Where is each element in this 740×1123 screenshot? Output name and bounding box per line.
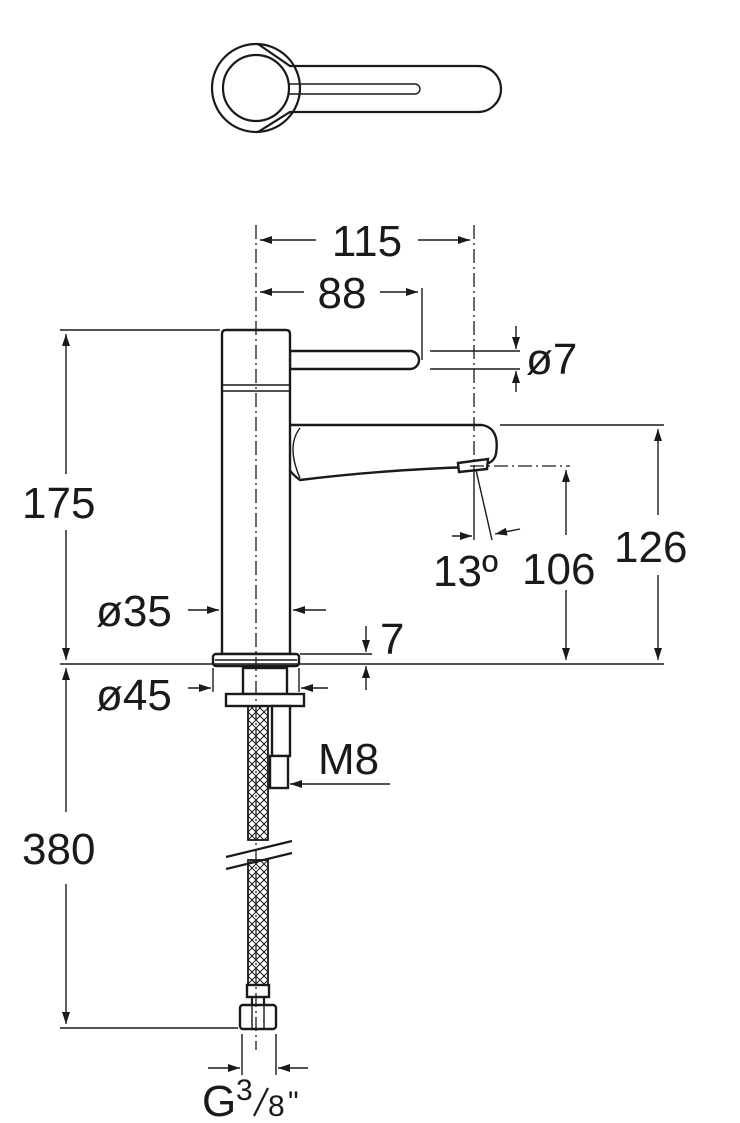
- dim-connection-slash: [253, 1087, 269, 1117]
- dim-base-thickness-label: 7: [380, 615, 404, 664]
- dim-lever-diameter-label: ø7: [526, 335, 577, 384]
- dim-connection-denominator: 8: [268, 1090, 285, 1123]
- shank: [241, 666, 289, 696]
- dim-overall-reach-label: 115: [332, 217, 402, 266]
- spout-joint: [292, 427, 301, 479]
- mounting-hardware: [224, 666, 306, 790]
- extension-lines: [60, 288, 664, 1075]
- mounting-stud-upper: [270, 704, 292, 758]
- dim-body-height-label: 175: [22, 479, 95, 528]
- dim-connection-label: G 3 8 ": [202, 1074, 299, 1123]
- dim-connection-suffix: ": [288, 1086, 299, 1119]
- top-view-lever: [210, 42, 503, 134]
- top-view-inner-ring: [221, 53, 291, 123]
- center-lines: [255, 225, 570, 1050]
- top-view-outer-ring: [210, 42, 302, 134]
- supply-hose: [225, 667, 293, 1031]
- dim-spout-height-label: 126: [614, 523, 687, 572]
- mounting-washer: [224, 692, 306, 708]
- dim-lever-reach-label: 88: [318, 269, 367, 318]
- lever-handle: [288, 349, 421, 371]
- dim-body-diameter-label: ø35: [96, 587, 172, 636]
- faucet-body: [211, 328, 498, 668]
- dim-spout-angle-label: 13º: [433, 547, 498, 596]
- dim-connection-prefix: G: [202, 1077, 236, 1123]
- dim-hose-length-label: 380: [22, 825, 95, 874]
- dim-spout-clearance-label: 106: [522, 545, 595, 594]
- dim-connection-numerator: 3: [236, 1074, 253, 1107]
- dimension-arrows: [62, 236, 662, 1072]
- dim-base-diameter-label: ø45: [96, 671, 172, 720]
- hose-nut: [238, 1003, 278, 1031]
- hose-ferrule: [245, 983, 271, 999]
- dim-thread-label: M8: [318, 735, 379, 784]
- top-view-lever-slot: [288, 83, 421, 95]
- m8-stud: [268, 754, 290, 790]
- hose-break-lines: [225, 839, 293, 871]
